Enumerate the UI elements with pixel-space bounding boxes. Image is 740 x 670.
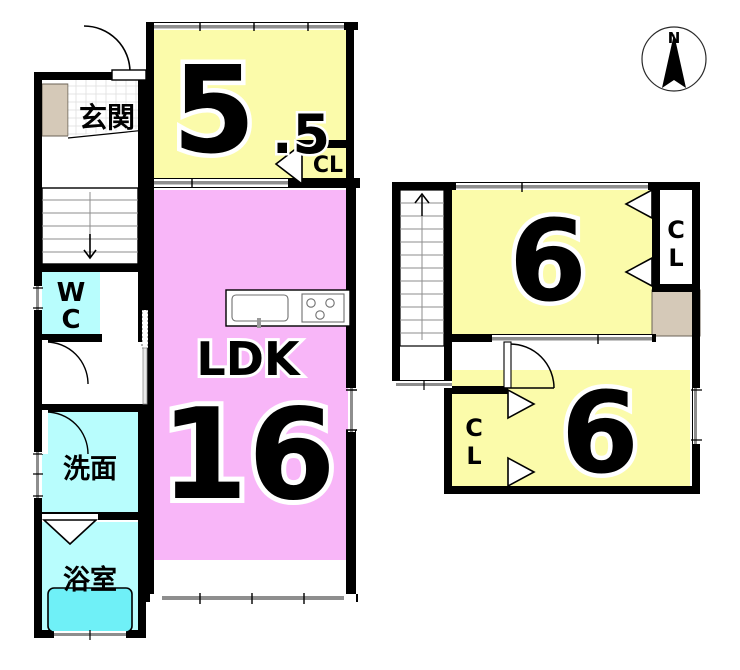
kitchen-stove (301, 293, 345, 323)
closet-2f-upper-folding-door (624, 188, 653, 288)
label-room-size-5: 5 (172, 42, 256, 181)
bathroom-folding-door (41, 514, 99, 546)
wc-door-leaf (42, 340, 48, 384)
window-senmen-left (33, 452, 43, 498)
sliding-door-ldk-hall (141, 309, 149, 405)
senmen-door-swing (45, 411, 89, 455)
floorplan-labels: 5 .5 玄関 CL W C 洗面 浴室 LDK 16 6 6 C L C L (57, 38, 685, 597)
label-closet-2f-upper-c: C (667, 216, 685, 244)
label-closet-2f-lower-c: C (465, 414, 483, 442)
label-senmen: 洗面 (63, 454, 117, 485)
room-fill-senmen (42, 410, 138, 514)
window-bathroom-bottom (54, 630, 126, 640)
kitchen-counter (225, 289, 351, 328)
bedroom-lower-door-leaf (503, 341, 512, 389)
label-closet-2f-lower-l: L (466, 442, 481, 470)
senmen-door-leaf (42, 410, 48, 454)
label-wc-c: C (61, 305, 80, 335)
genkan-tile-hatch (68, 80, 146, 138)
label-ldk: LDK (196, 332, 301, 386)
window-floor2-left-bottom (392, 380, 452, 390)
sliding-door-washitsu-ldk (154, 178, 288, 188)
window-washitsu-top (154, 22, 344, 31)
closet-1f-folding-door (274, 142, 303, 186)
floor2-group (392, 182, 702, 494)
label-wc-w: W (57, 278, 86, 308)
label-closet-2f-upper-l: L (668, 244, 683, 272)
window-ldk-right (346, 388, 357, 432)
label-yokushitsu: 浴室 (63, 564, 117, 596)
window-bedroom-lower-right (691, 388, 702, 444)
shoe-cabinet (41, 83, 69, 137)
label-bedroom-upper-size: 6 (509, 197, 587, 327)
stairs-up (399, 189, 445, 347)
label-room-size-5-decimal: .5 (272, 103, 330, 166)
stairs-down (41, 187, 139, 265)
label-bedroom-lower-size: 6 (561, 369, 639, 499)
window-bedroom-divider (492, 334, 652, 344)
label-ldk-size: 16 (160, 381, 335, 528)
genkan-step-line (67, 129, 147, 139)
compass-needle-icon (662, 34, 686, 88)
wc-door-swing (45, 341, 89, 385)
window-ldk-bottom (150, 593, 356, 604)
room-fill-ldk (150, 190, 354, 560)
kitchen-faucet (257, 318, 261, 328)
room-fill-wc (42, 272, 100, 334)
room-fill-washitsu-5.5 (148, 30, 354, 182)
bedroom-lower-door-swing (509, 343, 555, 389)
floor1-group (33, 22, 360, 640)
room-fill-bedroom-upper (448, 188, 656, 336)
window-wc-left (33, 286, 43, 310)
north-arrow: N (641, 26, 707, 92)
label-closet-1f: CL (313, 153, 343, 178)
window-bedroom-upper-top (456, 182, 648, 192)
closet-2f-lower-folding-door (507, 388, 536, 488)
kitchen-sink (231, 294, 289, 322)
compass-label-north: N (668, 29, 681, 47)
entrance-door-leaf (111, 69, 147, 81)
label-genkan: 玄関 (79, 101, 135, 134)
